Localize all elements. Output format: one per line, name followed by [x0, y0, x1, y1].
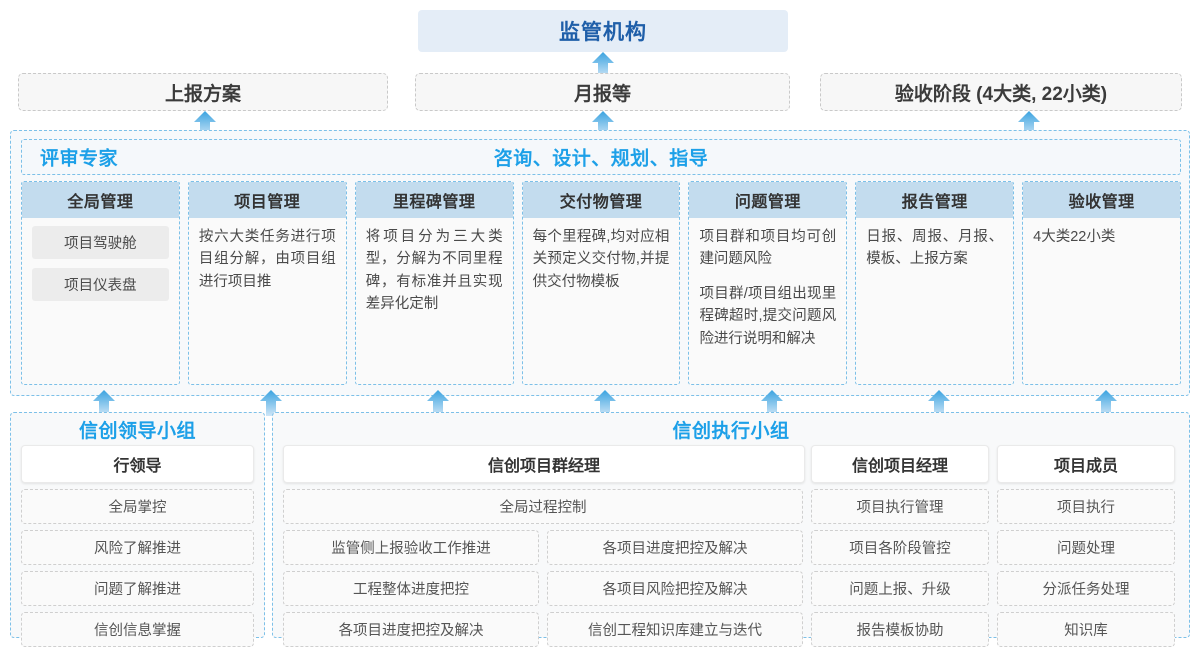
management-column-deliverable[interactable]: 交付物管理 每个里程碑,均对应相关预定义交付物,并提供交付物模板	[521, 181, 681, 385]
up-arrow-icon	[592, 52, 614, 78]
column-title: 项目管理	[188, 182, 346, 218]
up-arrow-icon	[93, 390, 115, 416]
column-paragraph: 项目群/项目组出现里程碑超时,提交问题风险进行说明和解决	[699, 285, 837, 347]
task-item[interactable]: 问题上报、升级	[811, 571, 989, 606]
task-item[interactable]: 各项目风险把控及解决	[547, 571, 803, 606]
list-item[interactable]: 项目驾驶舱	[32, 226, 169, 259]
column-body: 将项目分为三大类型，分解为不同里程碑，有标准并且实现差异化定制	[356, 218, 513, 384]
task-item[interactable]: 知识库	[997, 612, 1175, 647]
task-item[interactable]: 风险了解推进	[21, 530, 254, 565]
up-arrow-icon	[592, 111, 614, 137]
leadership-group-panel: 信创领导小组 行领导 全局掌控 风险了解推进 问题了解推进 信创信息掌握	[10, 412, 265, 647]
task-item[interactable]: 问题了解推进	[21, 571, 254, 606]
task-item[interactable]: 各项目进度把控及解决	[547, 530, 803, 565]
role-block-project-member: 项目成员 项目执行 问题处理 分派任务处理 知识库	[997, 445, 1175, 647]
role-header-project-manager[interactable]: 信创项目经理	[811, 445, 989, 483]
program-manager-left-tasks: 监管侧上报验收工作推进 工程整体进度把控 各项目进度把控及解决	[283, 530, 539, 647]
regulator-box: 监管机构	[418, 10, 788, 52]
column-body: 4大类22小类	[1023, 218, 1180, 384]
task-item[interactable]: 信创信息掌握	[21, 612, 254, 647]
middle-platform-panel: 评审专家 咨询、设计、规划、指导 全局管理 项目驾驶舱 项目仪表盘 项目管理 按…	[10, 130, 1190, 396]
execution-role-columns: 信创项目群经理 全局过程控制 监管侧上报验收工作推进 工程整体进度把控 各项目进…	[283, 445, 1179, 647]
up-arrow-icon	[928, 390, 950, 416]
task-item[interactable]: 全局掌控	[21, 489, 254, 524]
up-arrow-icon	[194, 111, 216, 137]
column-paragraph: 项目群和项目均可创建问题风险	[699, 229, 837, 268]
column-title: 报告管理	[856, 182, 1014, 218]
review-expert-label: 评审专家	[40, 148, 119, 170]
role-header-program-manager[interactable]: 信创项目群经理	[283, 445, 805, 483]
output-box-report-plan: 上报方案	[18, 73, 388, 111]
task-item[interactable]: 各项目进度把控及解决	[283, 612, 539, 647]
up-arrow-icon	[427, 390, 449, 416]
up-arrow-icon	[260, 390, 282, 416]
output-box-acceptance-stage: 验收阶段 (4大类, 22小类)	[820, 73, 1182, 111]
program-manager-subcolumns: 监管侧上报验收工作推进 工程整体进度把控 各项目进度把控及解决 各项目进度把控及…	[283, 530, 803, 647]
column-body: 日报、周报、月报、模板、上报方案	[856, 218, 1013, 384]
management-column-project[interactable]: 项目管理 按六大类任务进行项目组分解，由项目组进行项目推	[187, 181, 347, 385]
column-title: 交付物管理	[522, 182, 680, 218]
execution-group-panel: 信创执行小组 信创项目群经理 全局过程控制 监管侧上报验收工作推进 工程整体进度…	[272, 412, 1190, 647]
task-item[interactable]: 全局过程控制	[283, 489, 803, 524]
column-body: 项目驾驶舱 项目仪表盘	[22, 218, 179, 384]
task-item[interactable]: 问题处理	[997, 530, 1175, 565]
up-arrow-icon	[594, 390, 616, 416]
column-body: 每个里程碑,均对应相关预定义交付物,并提供交付物模板	[523, 218, 680, 384]
column-title: 验收管理	[1023, 182, 1181, 218]
role-block-program-manager: 信创项目群经理 全局过程控制 监管侧上报验收工作推进 工程整体进度把控 各项目进…	[283, 445, 805, 647]
task-item[interactable]: 监管侧上报验收工作推进	[283, 530, 539, 565]
column-title: 问题管理	[689, 182, 847, 218]
column-title: 全局管理	[22, 182, 179, 218]
output-box-monthly-report: 月报等	[415, 73, 790, 111]
consulting-label: 咨询、设计、规划、指导	[493, 148, 709, 170]
task-item[interactable]: 项目各阶段管控	[811, 530, 989, 565]
leadership-group-title: 信创领导小组	[78, 421, 196, 442]
management-column-issue[interactable]: 问题管理 项目群和项目均可创建问题风险 项目群/项目组出现里程碑超时,提交问题风…	[688, 181, 848, 385]
management-columns: 全局管理 项目驾驶舱 项目仪表盘 项目管理 按六大类任务进行项目组分解，由项目组…	[21, 181, 1182, 385]
management-column-acceptance[interactable]: 验收管理 4大类22小类	[1022, 181, 1182, 385]
management-column-global[interactable]: 全局管理 项目驾驶舱 项目仪表盘	[21, 181, 180, 385]
execution-group-title: 信创执行小组	[672, 421, 790, 442]
task-item[interactable]: 报告模板协助	[811, 612, 989, 647]
task-item[interactable]: 工程整体进度把控	[283, 571, 539, 606]
task-item[interactable]: 项目执行管理	[811, 489, 989, 524]
task-item[interactable]: 信创工程知识库建立与迭代	[547, 612, 803, 647]
middle-panel-header: 评审专家 咨询、设计、规划、指导	[21, 139, 1181, 175]
role-header-project-member[interactable]: 项目成员	[997, 445, 1175, 483]
task-item[interactable]: 项目执行	[997, 489, 1175, 524]
column-paragraph: 日报、周报、月报、模板、上报方案	[866, 229, 1004, 268]
up-arrow-icon	[761, 390, 783, 416]
role-header-bank-leader[interactable]: 行领导	[21, 445, 254, 483]
column-paragraph: 4大类22小类	[1033, 229, 1116, 245]
column-body: 项目群和项目均可创建问题风险 项目群/项目组出现里程碑超时,提交问题风险进行说明…	[689, 218, 846, 384]
task-item[interactable]: 分派任务处理	[997, 571, 1175, 606]
management-column-milestone[interactable]: 里程碑管理 将项目分为三大类型，分解为不同里程碑，有标准并且实现差异化定制	[354, 181, 514, 385]
up-arrow-icon	[1095, 390, 1117, 416]
role-block-project-manager: 信创项目经理 项目执行管理 项目各阶段管控 问题上报、升级 报告模板协助	[811, 445, 989, 647]
program-manager-right-tasks: 各项目进度把控及解决 各项目风险把控及解决 信创工程知识库建立与迭代	[547, 530, 803, 647]
column-body: 按六大类任务进行项目组分解，由项目组进行项目推	[189, 218, 346, 384]
up-arrow-icon	[1018, 111, 1040, 137]
management-column-report[interactable]: 报告管理 日报、周报、月报、模板、上报方案	[855, 181, 1015, 385]
column-paragraph: 每个里程碑,均对应相关预定义交付物,并提供交付物模板	[532, 229, 670, 290]
column-paragraph: 按六大类任务进行项目组分解，由项目组进行项目推	[198, 229, 336, 290]
column-title: 里程碑管理	[355, 182, 513, 218]
column-paragraph: 将项目分为三大类型，分解为不同里程碑，有标准并且实现差异化定制	[365, 229, 503, 313]
list-item[interactable]: 项目仪表盘	[32, 268, 169, 301]
